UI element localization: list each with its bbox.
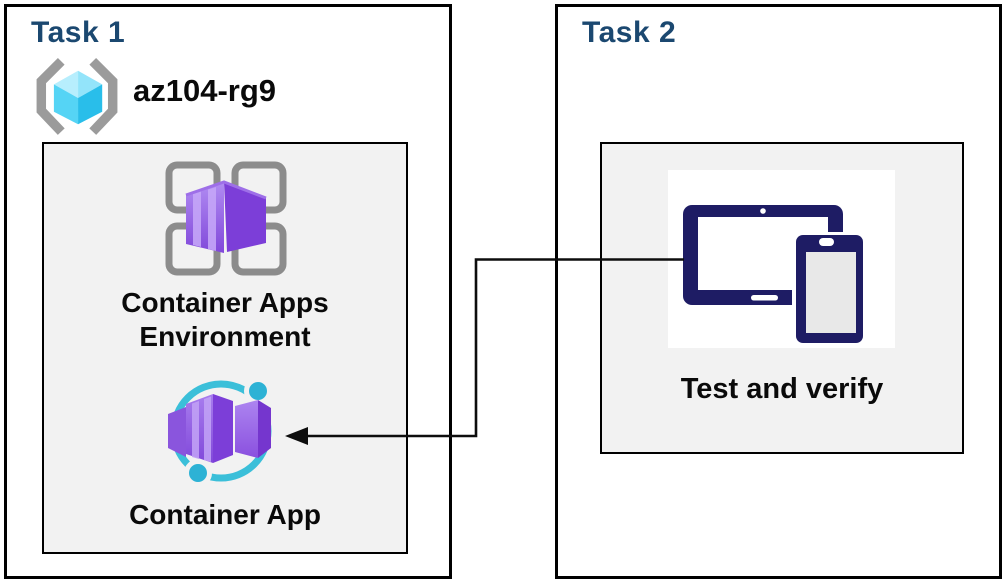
tablet-phone-icon [683,205,866,346]
container-apps-environment-icon [165,161,287,276]
task2-panel: Test and verify [600,142,964,454]
resource-group-name: az104-rg9 [133,73,277,108]
task2-title: Task 2 [582,16,677,49]
container-app-icon [168,377,272,487]
resource-group-icon [36,57,118,135]
task2-box: Task 2 Test and verify [555,4,1002,579]
device-card [668,170,895,348]
container-app-label: Container App [129,499,321,530]
task1-panel: Container Apps Environment [42,142,408,554]
test-and-verify-label: Test and verify [680,373,884,405]
environment-label: Container Apps Environment [121,287,329,352]
task1-title: Task 1 [31,16,126,49]
task1-box: Task 1 az104-rg9 [4,4,452,579]
